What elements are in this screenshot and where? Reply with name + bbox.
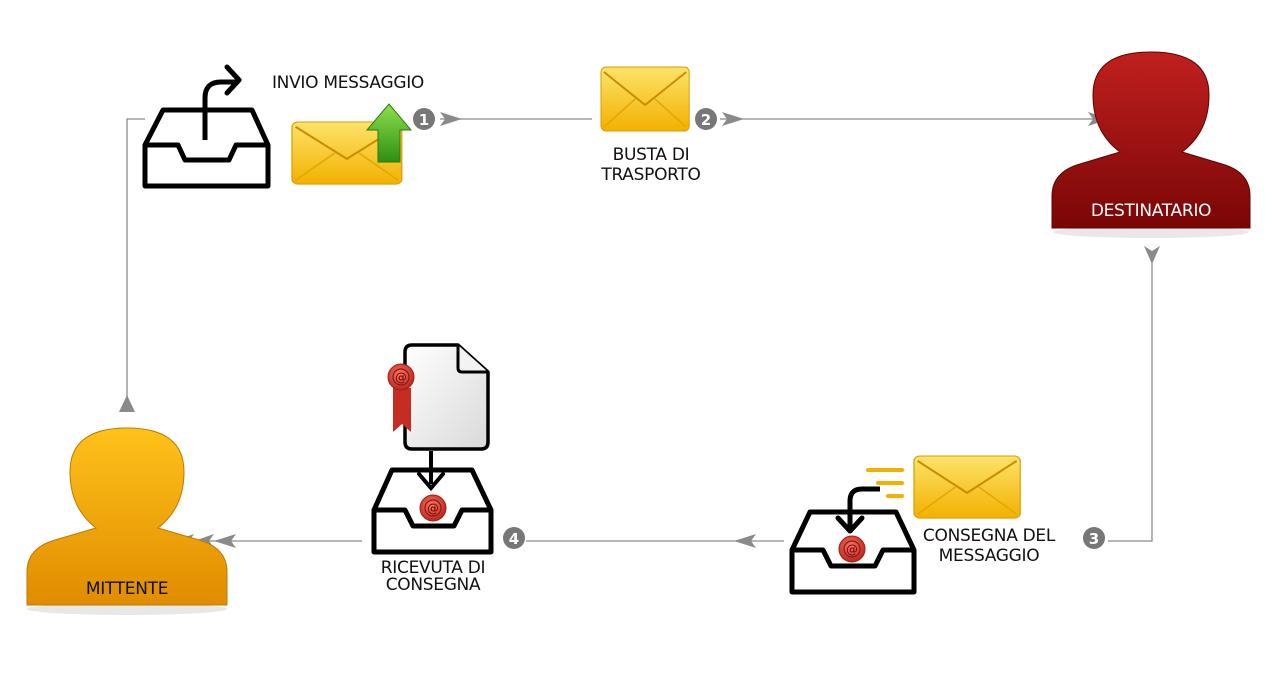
- envelope-icon: [600, 66, 691, 132]
- receipt-document-icon: [387, 343, 490, 492]
- wax-seal-icon: [387, 363, 415, 391]
- mittente-label: MITTENTE: [85, 579, 169, 599]
- consegna-label-line2: MESSAGGIO: [938, 546, 1040, 566]
- arrow-left-icon: [214, 534, 236, 548]
- invio-messaggio-label: INVIO MESSAGGIO: [271, 73, 425, 93]
- speed-lines: [866, 468, 904, 498]
- envelope-upload-icon: [290, 103, 413, 186]
- svg-text:3: 3: [1089, 530, 1099, 548]
- destinatario-user-icon: [1051, 51, 1251, 238]
- consegna-label-line1: CONSEGNA DEL: [922, 526, 1056, 546]
- ricevuta-label-line1: RICEVUTA DI: [380, 558, 486, 578]
- svg-text:1: 1: [419, 111, 429, 129]
- step-badge-1: 1: [413, 108, 435, 130]
- arrow-right-icon: [722, 112, 744, 126]
- envelope-icon: [912, 454, 1022, 520]
- ricevuta-label: RICEVUTA DI CONSEGNA: [358, 560, 508, 594]
- busta-label-line1: BUSTA DI: [612, 145, 690, 165]
- wax-seal-icon: [419, 494, 447, 522]
- busta-label: BUSTA DI TRASPORTO: [566, 145, 736, 185]
- mittente-user-icon: [26, 427, 228, 615]
- svg-text:2: 2: [701, 111, 711, 129]
- inbox-download-icon: [789, 486, 917, 595]
- consegna-label: CONSEGNA DEL MESSAGGIO: [904, 526, 1074, 566]
- step-badge-4: 4: [503, 527, 525, 549]
- arrow-up-icon: [119, 395, 135, 412]
- step-badge-2: 2: [695, 108, 717, 130]
- receipt-inbox-icon: [371, 467, 494, 555]
- destinatario-label: DESTINATARIO: [1090, 201, 1212, 221]
- outbox-icon: [142, 64, 271, 189]
- step-badge-3: 3: [1083, 527, 1105, 549]
- busta-label-line2: TRASPORTO: [601, 165, 701, 185]
- svg-text:4: 4: [509, 530, 519, 548]
- arrow-left-icon: [734, 534, 756, 548]
- ricevuta-label-line2: CONSEGNA: [385, 575, 481, 595]
- arrow-down-icon: [1144, 246, 1160, 264]
- wax-seal-icon: [838, 535, 866, 563]
- arrow-right-icon: [440, 112, 462, 126]
